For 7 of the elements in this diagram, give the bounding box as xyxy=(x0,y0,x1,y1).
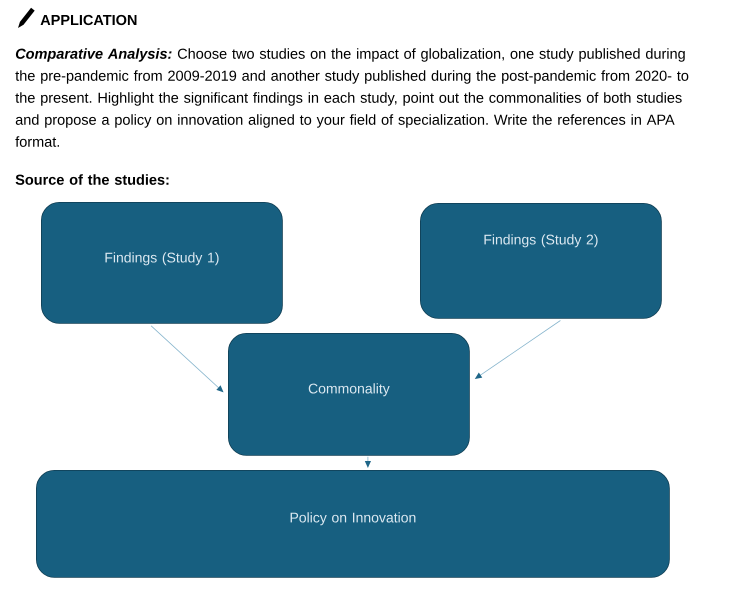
process-box: Findings (Study 1) xyxy=(41,202,283,324)
instruction-text: Comparative Analysis: Choose two studies on the impact of globalization, one study published during the pre-pandemic from 2009-2019 and another study published during the post-pandemic from 2020- to the present. Highlight the significant findings in each study, point out the commonalities of both studies and propose a policy on innovation aligned to your field of specialization. Write the references in APA format. xyxy=(15,48,688,147)
process-box: Commonality xyxy=(228,333,470,456)
process-box: Policy on Innovation xyxy=(36,470,670,578)
process-box: Findings (Study 2) xyxy=(420,203,662,319)
heading: APPLICATION xyxy=(40,14,136,26)
section-heading: Source of the studies: xyxy=(16,174,168,185)
